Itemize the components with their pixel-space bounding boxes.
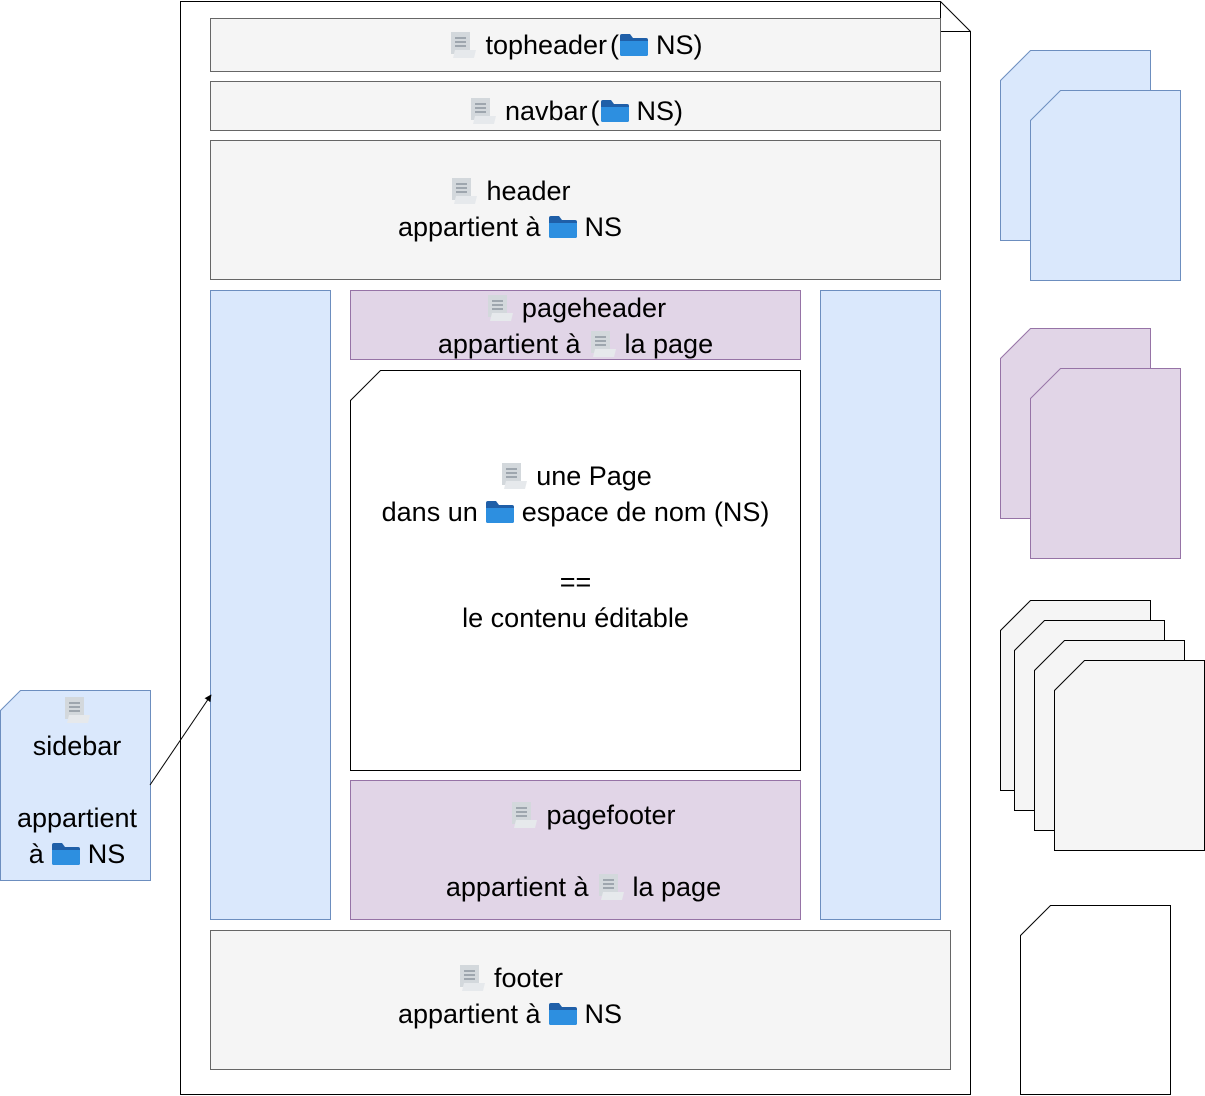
right-sidebar-box <box>820 290 941 920</box>
document-icon <box>448 30 478 60</box>
content-namespace: espace de nom (NS) <box>521 497 770 527</box>
footer-belongs: appartient à <box>397 999 541 1029</box>
pagefooter-label: pagefooter appartient à la page <box>350 797 801 905</box>
folder-icon <box>600 99 630 123</box>
document-icon <box>588 329 618 359</box>
topheader-box <box>210 18 941 72</box>
footer-label: footer appartient à NS <box>310 960 710 1032</box>
document-icon <box>509 800 539 830</box>
sidebar-arrow <box>149 694 212 786</box>
sidebar-ns: NS <box>87 839 126 869</box>
pagefooter-page: la page <box>632 872 722 902</box>
sidebar-note-box <box>0 690 151 881</box>
header-belongs: appartient à <box>397 212 541 242</box>
folder-icon <box>619 33 649 57</box>
document-icon <box>457 963 487 993</box>
document-icon <box>449 176 479 206</box>
header-label: header appartient à NS <box>310 173 710 245</box>
header-name: header <box>486 176 571 206</box>
navbar-paren: ( <box>590 96 600 126</box>
navbar-label: navbar ( NS) <box>210 93 941 129</box>
folder-icon <box>51 842 81 866</box>
content-separator: == <box>559 567 592 597</box>
header-box <box>210 140 941 280</box>
content-page-box <box>350 370 801 771</box>
navbar-ns: NS) <box>636 96 684 126</box>
content-in: dans un <box>381 497 478 527</box>
document-icon <box>596 872 626 902</box>
pageheader-belongs: appartient à <box>437 329 581 359</box>
footer-name: footer <box>493 963 564 993</box>
topheader-paren: ( <box>610 30 620 60</box>
navbar-box <box>210 81 941 131</box>
left-sidebar-box <box>210 290 331 920</box>
pageheader-page: la page <box>624 329 714 359</box>
folder-icon <box>548 1002 578 1026</box>
footer-ns: NS <box>584 999 623 1029</box>
footer-box <box>210 930 951 1070</box>
content-label: une Page dans un espace de nom (NS) == l… <box>350 458 801 636</box>
sidebar-belongs: appartient <box>16 803 138 833</box>
topheader-ns: NS) <box>656 30 703 60</box>
legend-gray-page-4 <box>1054 660 1205 851</box>
document-icon <box>485 293 515 323</box>
pagefooter-box <box>350 780 801 920</box>
pageheader-name: pageheader <box>521 293 667 323</box>
legend-blue-page-front <box>1030 90 1181 281</box>
document-icon <box>499 461 529 491</box>
legend-purple-page-front <box>1030 368 1181 559</box>
document-icon <box>468 96 498 126</box>
sidebar-note-label: sidebar appartient à NS <box>1 692 153 872</box>
document-icon <box>62 695 92 725</box>
content-title: une Page <box>536 461 652 491</box>
content-editable: le contenu éditable <box>462 603 689 633</box>
pageheader-label: pageheader appartient à la page <box>350 290 801 362</box>
legend-white-page <box>1020 905 1171 1095</box>
topheader-label: topheader ( NS) <box>210 27 941 63</box>
folder-icon <box>548 215 578 239</box>
header-ns: NS <box>584 212 623 242</box>
sidebar-name: sidebar <box>32 731 122 761</box>
pageheader-box <box>350 290 801 360</box>
sidebar-belongs-a: à <box>28 839 44 869</box>
pagefooter-belongs: appartient à <box>445 872 589 902</box>
navbar-name: navbar <box>504 96 588 126</box>
topheader-name: topheader <box>485 30 608 60</box>
folder-icon <box>485 500 515 524</box>
pagefooter-name: pagefooter <box>546 800 676 830</box>
